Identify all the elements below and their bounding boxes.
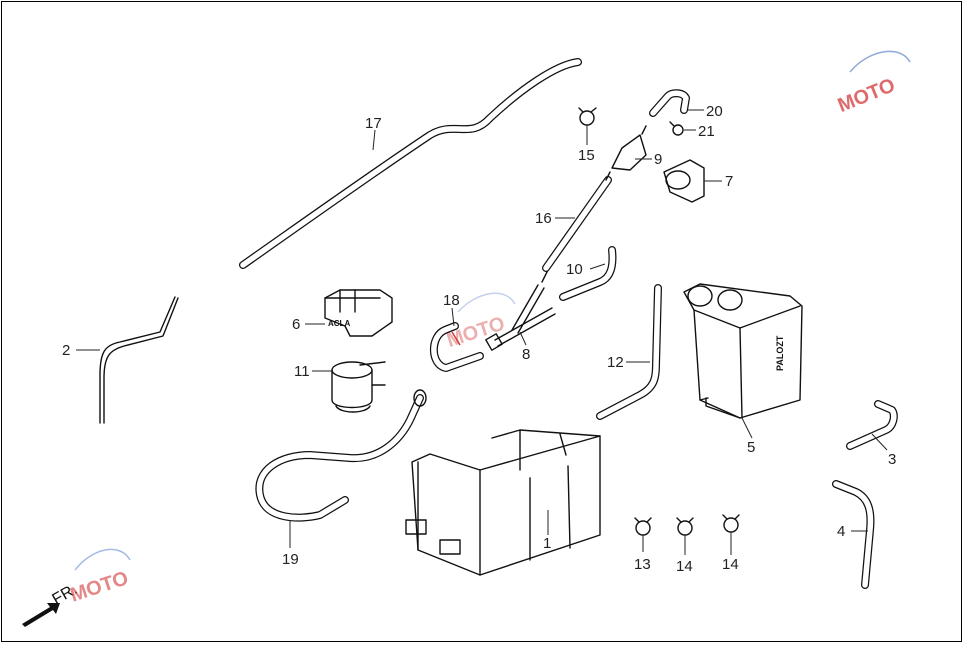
callout-1: 1	[543, 535, 551, 552]
callout-16: 16	[535, 210, 552, 227]
watermark-top-right: MOTO	[835, 50, 911, 117]
callout-4: 4	[837, 523, 845, 540]
callout-17: 17	[365, 115, 382, 132]
part-15-clamp	[578, 107, 597, 126]
callout-11: 11	[294, 363, 310, 380]
part-20-elbow-hose	[649, 89, 690, 117]
callout-14b: 14	[722, 556, 739, 573]
callout-21: 21	[698, 123, 715, 140]
part-10-bent-hose	[559, 246, 617, 301]
part-17-vent-hose	[239, 58, 582, 269]
part-4-hose	[832, 480, 875, 589]
callout-10: 10	[566, 261, 583, 278]
part-11-valve	[331, 361, 386, 413]
callout-9: 9	[654, 151, 662, 168]
part-6-holder: ACLA	[324, 289, 393, 337]
callout-19: 19	[282, 551, 299, 568]
part-3-hose	[846, 400, 898, 450]
callout-5: 5	[747, 439, 755, 456]
part-2-bracket	[99, 296, 179, 424]
leader-lines	[76, 109, 888, 555]
part-13-clamp	[634, 517, 652, 536]
part-16-straight-hose	[542, 176, 612, 272]
part-8-y-connector	[485, 269, 556, 351]
callout-14a: 14	[676, 558, 693, 575]
callout-15: 15	[578, 147, 595, 164]
watermark-text-top: MOTO	[835, 74, 899, 117]
part-14-clamp-a	[676, 517, 694, 536]
callout-8: 8	[522, 346, 530, 363]
callout-12: 12	[607, 354, 624, 371]
callout-labels: 1 2 3 4 5 6 7 8 9 10 11 12 13 14 14 15 1…	[62, 103, 896, 575]
callout-18: 18	[443, 292, 460, 309]
part-18-u-hose	[429, 322, 484, 372]
part-9-fuel-filter	[605, 125, 647, 181]
watermark-text-bottom: MOTO	[68, 567, 132, 606]
part-19-hose	[255, 389, 427, 522]
callout-3: 3	[888, 451, 896, 468]
callout-13: 13	[634, 556, 651, 573]
part-6-marking: ACLA	[328, 319, 350, 328]
part-12-bent-hose	[596, 284, 662, 420]
callout-7: 7	[725, 173, 733, 190]
part-1-canister	[405, 429, 601, 576]
callout-6: 6	[292, 316, 300, 333]
part-21-clamp	[669, 121, 684, 136]
part-14-clamp-b	[722, 514, 740, 533]
watermark-bottom-left: MOTO	[68, 548, 132, 607]
part-7-bracket	[663, 159, 705, 203]
part-5-marking: PALOZT	[775, 335, 785, 371]
callout-20: 20	[706, 103, 723, 120]
callout-2: 2	[62, 342, 70, 359]
part-5-housing: PALOZT	[683, 283, 803, 419]
